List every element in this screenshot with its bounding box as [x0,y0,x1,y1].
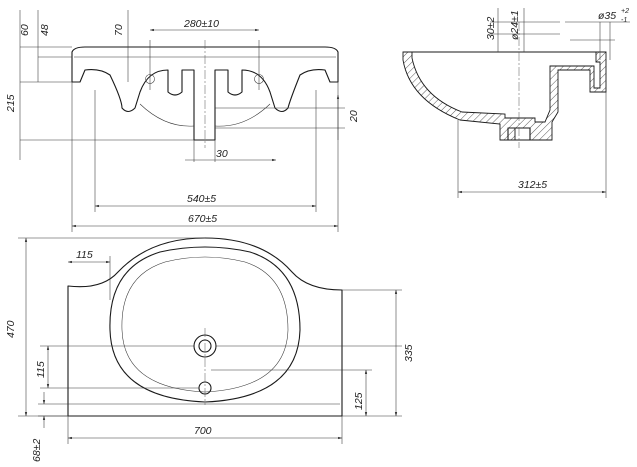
side-section-body [402,51,607,141]
plan-outline [67,237,343,417]
side-section-view: 30±2 ø24±1 ø35 +2 -1 312±5 [402,8,630,198]
dim-470: 470 [5,320,17,338]
plan-bowl-inner [121,256,289,393]
dim-70: 70 [113,24,125,36]
dim-670: 670±5 [188,213,217,225]
dim-d35-tol-lower: -1 [621,17,627,24]
dim-540: 540±5 [187,193,216,205]
dim-plan-115-left: 115 [35,361,47,378]
dim-68: 68±2 [31,439,43,462]
dim-d35: ø35 [598,10,616,22]
dim-312: 312±5 [518,179,547,191]
dim-125: 125 [353,392,365,410]
dim-20: 20 [348,110,360,123]
dim-tap-spacing: 280±10 [183,18,219,30]
dim-30-2: 30±2 [485,17,497,40]
dim-60: 60 [19,24,31,36]
dim-plan-115-top: 115 [76,249,93,261]
plan-view: 115 470 115 335 125 700 68±2 [5,237,415,462]
plan-bowl-outer [109,246,301,403]
dim-d35-tol-upper: +2 [621,8,629,15]
dim-215: 215 [5,94,17,113]
dim-335: 335 [403,344,415,362]
dim-48: 48 [39,24,51,36]
front-bowl-curve-left [139,103,195,127]
front-view: 280±10 60 48 70 215 20 30 540±5 670±5 [5,10,360,232]
dim-700: 700 [194,425,212,437]
dim-30: 30 [216,148,228,160]
front-bowl-curve-right [214,103,271,127]
front-view-outline [71,46,339,141]
dim-d24: ø24±1 [509,10,521,40]
